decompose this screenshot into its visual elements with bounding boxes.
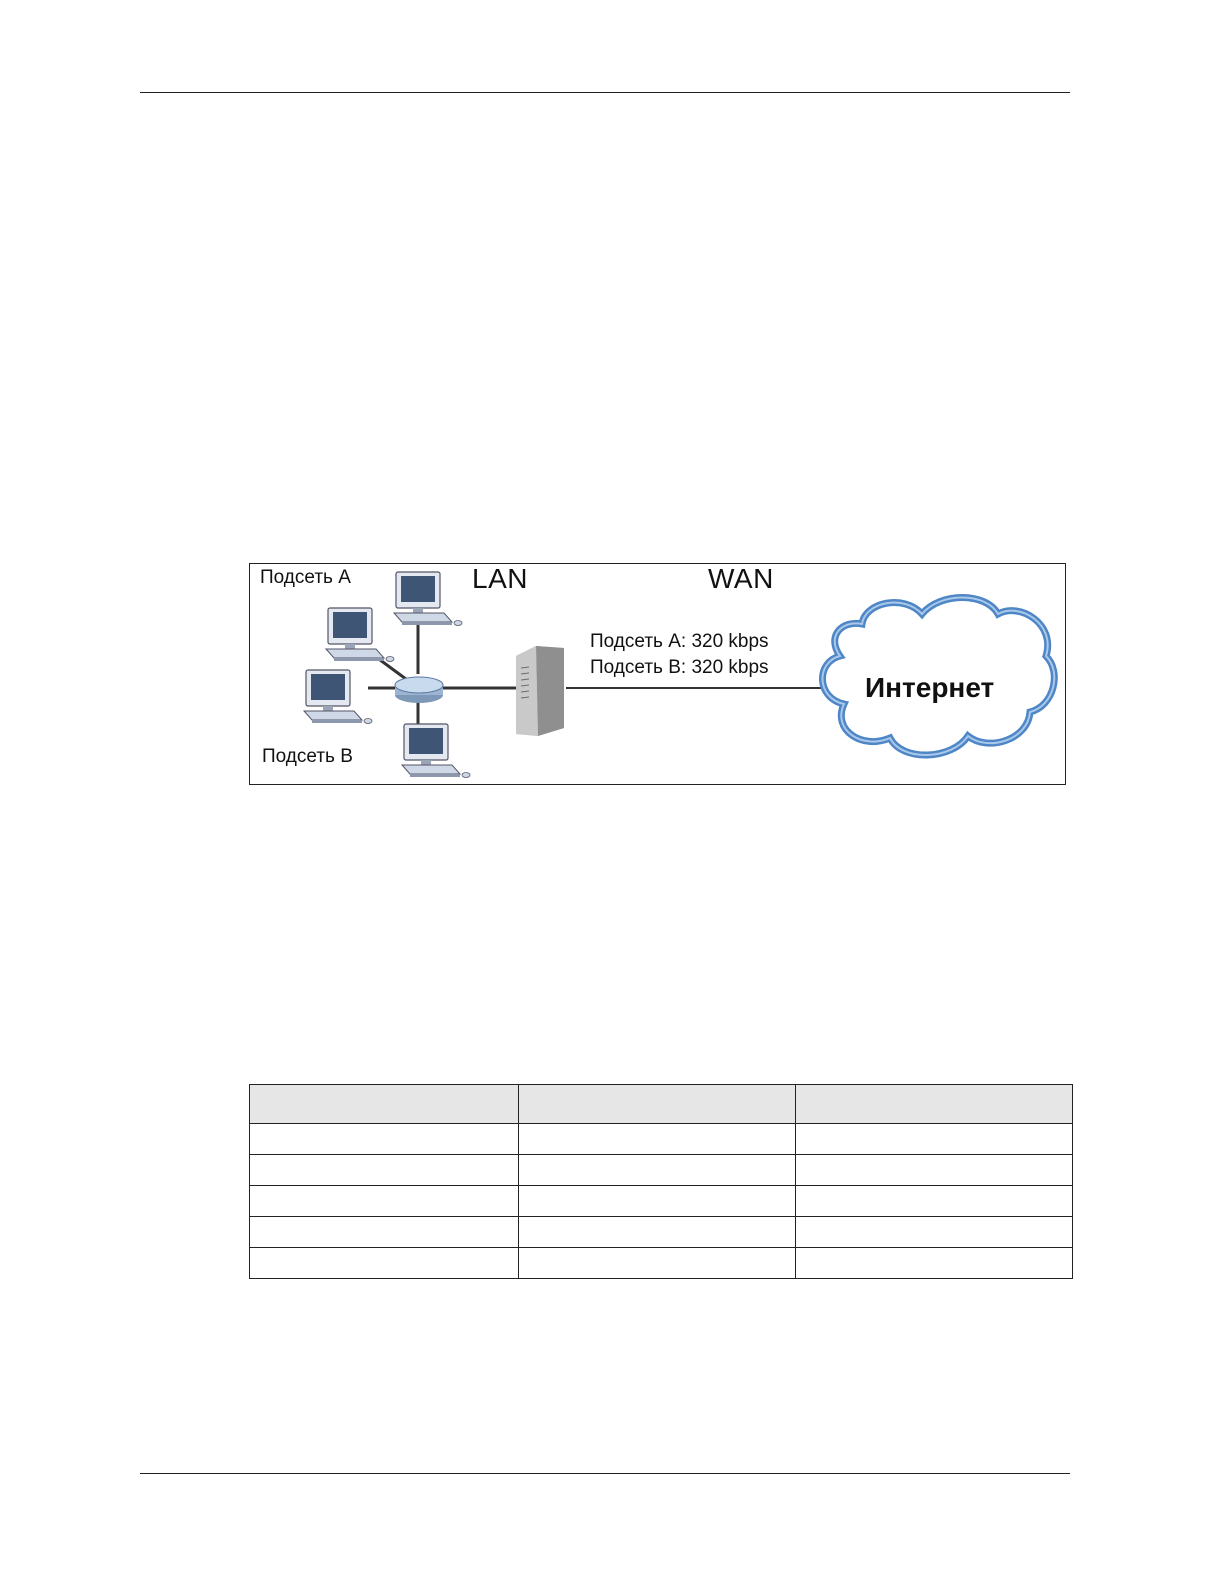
rate-b-value: : 320 kbps xyxy=(680,657,769,678)
table-row xyxy=(249,1247,1073,1279)
rate-line-b: Подсеть B: 320 kbps xyxy=(590,657,769,679)
rate-a-subnet: Подсеть A xyxy=(590,631,681,652)
table-header-cell xyxy=(249,1084,519,1124)
table-cell xyxy=(249,1247,519,1279)
table-row xyxy=(249,1154,1073,1186)
hub-icon xyxy=(394,676,444,703)
cloud-icon xyxy=(819,594,1058,759)
table-cell xyxy=(795,1123,1073,1155)
lan-label: LAN xyxy=(472,563,528,594)
network-diagram: Подсеть A Подсеть B LAN WAN Подсеть A: 3… xyxy=(249,563,1066,785)
internet-label: Интернет xyxy=(865,672,995,703)
router-icon xyxy=(516,646,564,736)
table-cell xyxy=(795,1247,1073,1279)
rate-b-subnet: Подсеть B xyxy=(590,657,681,678)
table-cell xyxy=(518,1123,796,1155)
table-cell xyxy=(518,1247,796,1279)
table-cell xyxy=(795,1154,1073,1186)
table-row xyxy=(249,1185,1073,1217)
table-cell xyxy=(518,1216,796,1248)
table-header-cell xyxy=(795,1084,1073,1124)
table-cell xyxy=(249,1123,519,1155)
computer-icon xyxy=(393,571,463,627)
table-header-cell xyxy=(518,1084,796,1124)
table-cell xyxy=(795,1216,1073,1248)
data-table xyxy=(249,1084,1073,1279)
header-rule xyxy=(140,92,1070,93)
table-cell xyxy=(249,1154,519,1186)
table-row xyxy=(249,1216,1073,1248)
table-cell xyxy=(518,1154,796,1186)
table-cell xyxy=(249,1216,519,1248)
rate-a-value: : 320 kbps xyxy=(680,631,769,652)
computer-icon xyxy=(325,607,395,663)
table-cell xyxy=(795,1185,1073,1217)
wan-label: WAN xyxy=(708,563,774,594)
rate-line-a: Подсеть A: 320 kbps xyxy=(590,631,769,653)
table-header-row xyxy=(249,1084,1073,1124)
computer-icon xyxy=(401,723,471,779)
subnet-a-label: Подсеть A xyxy=(260,567,351,588)
diagram-graphics xyxy=(303,571,1058,779)
table-cell xyxy=(249,1185,519,1217)
table-cell xyxy=(518,1185,796,1217)
computer-icon xyxy=(303,669,373,725)
subnet-b-label: Подсеть B xyxy=(262,746,353,767)
table-row xyxy=(249,1123,1073,1155)
footer-rule xyxy=(140,1473,1070,1474)
